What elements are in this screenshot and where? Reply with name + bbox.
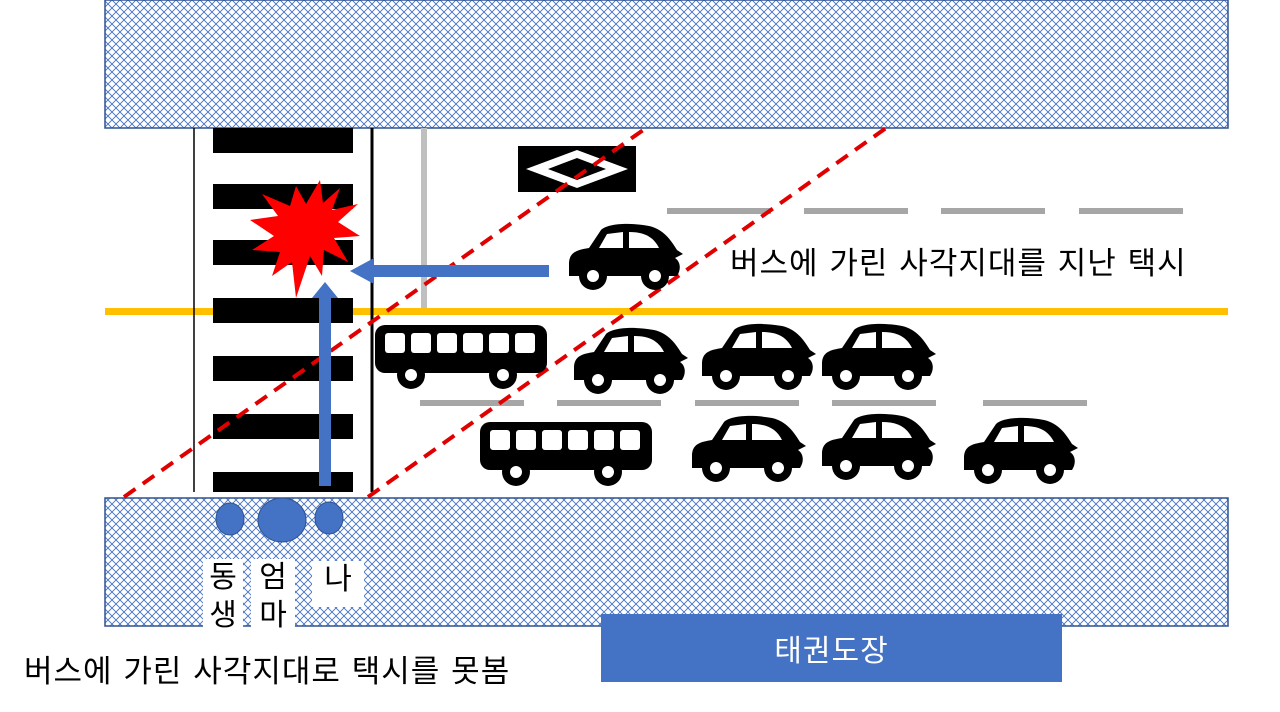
sight-line-left [122, 126, 648, 499]
pedestrian-path-arrow [312, 282, 338, 486]
mother-person-icon [257, 497, 307, 543]
taekwondo-dojang-box: 태권도장 [601, 614, 1062, 682]
car-icon [822, 323, 936, 390]
sibling-label: 동 생 [203, 559, 243, 637]
car-icon [822, 413, 936, 480]
taxi-path-arrow [350, 258, 549, 284]
crash-starburst-icon [250, 180, 360, 298]
lane-dashes [420, 208, 1183, 406]
center-line [105, 308, 1228, 315]
taxi-car-icon [569, 223, 683, 290]
crosswalk-stripes [213, 128, 353, 492]
car-icon [692, 415, 806, 482]
mother-label: 엄 마 [251, 559, 295, 637]
car-icon [964, 417, 1078, 484]
taekwondo-dojang-label: 태권도장 [774, 634, 889, 669]
bus-icon [480, 422, 652, 486]
top-sidewalk [104, 0, 1229, 129]
taxi-caption: 버스에 가린 사각지대를 지난 택시 [730, 246, 1187, 282]
bus-icon [375, 325, 547, 389]
sibling-person-icon [215, 502, 245, 536]
lane-divider-vertical [421, 128, 427, 308]
car-icon [574, 327, 688, 394]
me-label: 나 [312, 561, 364, 607]
sight-line-right [366, 126, 888, 499]
me-person-icon [314, 501, 344, 535]
pedestrian-caption: 버스에 가린 사각지대로 택시를 못봄 [24, 654, 511, 690]
diamond-marking-icon [518, 146, 636, 192]
car-icon [702, 323, 816, 390]
